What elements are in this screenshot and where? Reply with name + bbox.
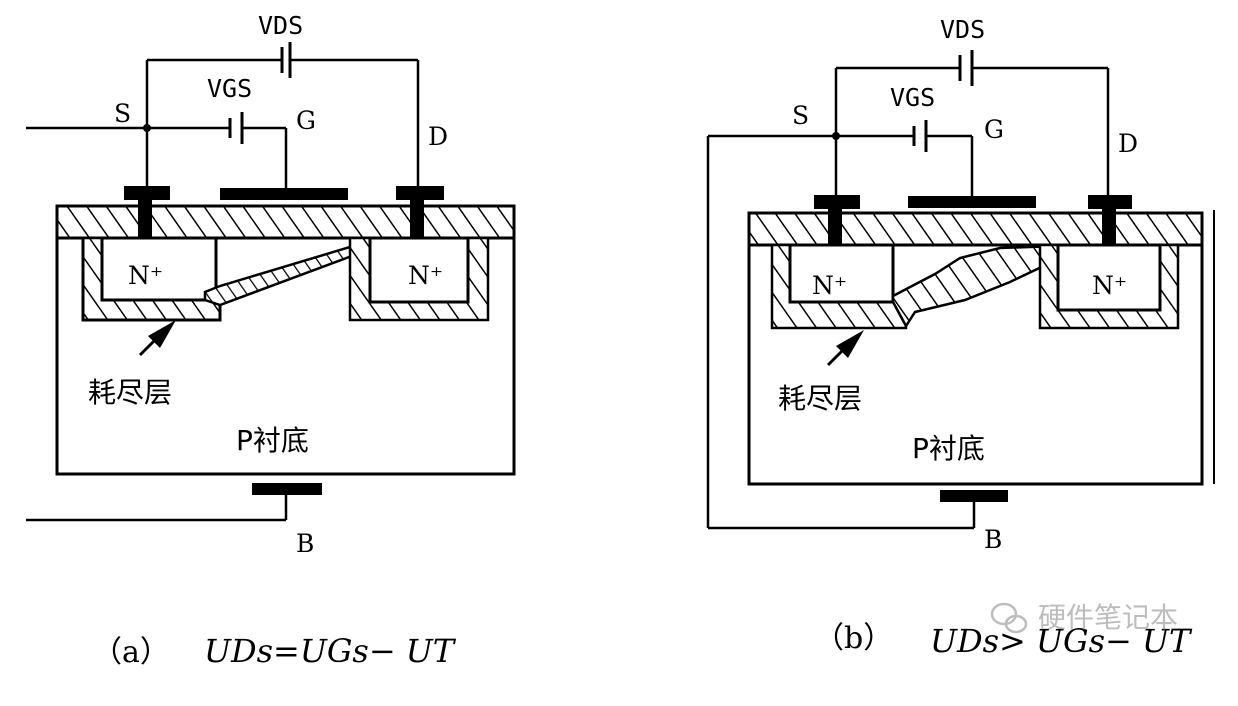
depletion-arrow-a — [148, 320, 176, 348]
caption-a-prefix: （a） — [92, 635, 170, 670]
source-label-a: S — [114, 99, 131, 128]
vds-label-b: VDS — [940, 15, 985, 44]
vgs-label-a: VGS — [207, 74, 252, 103]
vgs-label-b: VGS — [890, 83, 935, 112]
source-contact-a — [124, 186, 170, 200]
diagram-b: VDS VGS S G D B N⁺ N⁺ 耗尽层 P衬底 — [706, 15, 1215, 554]
body-label-a: B — [296, 529, 314, 558]
n-plus-right-label-b: N⁺ — [1092, 271, 1127, 300]
drain-label-a: D — [428, 122, 448, 151]
caption-a-formula: UDs=UGs− UT — [204, 632, 457, 670]
watermark-text: 硬件笔记本 — [1038, 601, 1178, 634]
gate-electrode-b — [908, 196, 1036, 208]
oxide-layer-b — [747, 211, 1204, 247]
substrate-label-b: P衬底 — [912, 432, 985, 465]
oxide-layer-a — [55, 204, 516, 240]
substrate-label-a: P衬底 — [236, 424, 309, 457]
body-label-b: B — [984, 525, 1002, 554]
n-region-left-a — [100, 236, 218, 302]
n-region-right-a — [368, 236, 470, 304]
drain-contact-b — [1088, 195, 1132, 209]
drain-contact-a — [396, 186, 444, 200]
diagram-a: VDS VGS S G D B N⁺ N⁺ 耗尽层 P衬底 — [26, 11, 516, 558]
depletion-label-b: 耗尽层 — [778, 382, 862, 415]
gate-electrode-a — [220, 188, 348, 200]
wechat-icon — [990, 602, 1028, 634]
gate-label-a: G — [296, 106, 316, 135]
gate-label-b: G — [984, 115, 1004, 144]
caption-b-prefix: （b） — [814, 621, 893, 656]
depletion-label-a: 耗尽层 — [88, 376, 172, 409]
body-contact-a — [252, 483, 322, 495]
source-contact-b — [814, 195, 860, 209]
n-plus-right-label-a: N⁺ — [408, 261, 443, 290]
watermark: 硬件笔记本 — [990, 601, 1178, 634]
depletion-arrow-b — [836, 330, 864, 358]
vds-label-a: VDS — [258, 11, 303, 40]
source-label-b: S — [792, 101, 809, 130]
caption-b-formula: UDs> UGs− UT — [930, 622, 1193, 660]
drain-label-b: D — [1118, 129, 1138, 158]
n-region-left-b — [788, 243, 895, 304]
body-contact-b — [940, 490, 1008, 502]
n-plus-left-label-a: N⁺ — [128, 261, 163, 290]
n-plus-left-label-b: N⁺ — [812, 271, 847, 300]
